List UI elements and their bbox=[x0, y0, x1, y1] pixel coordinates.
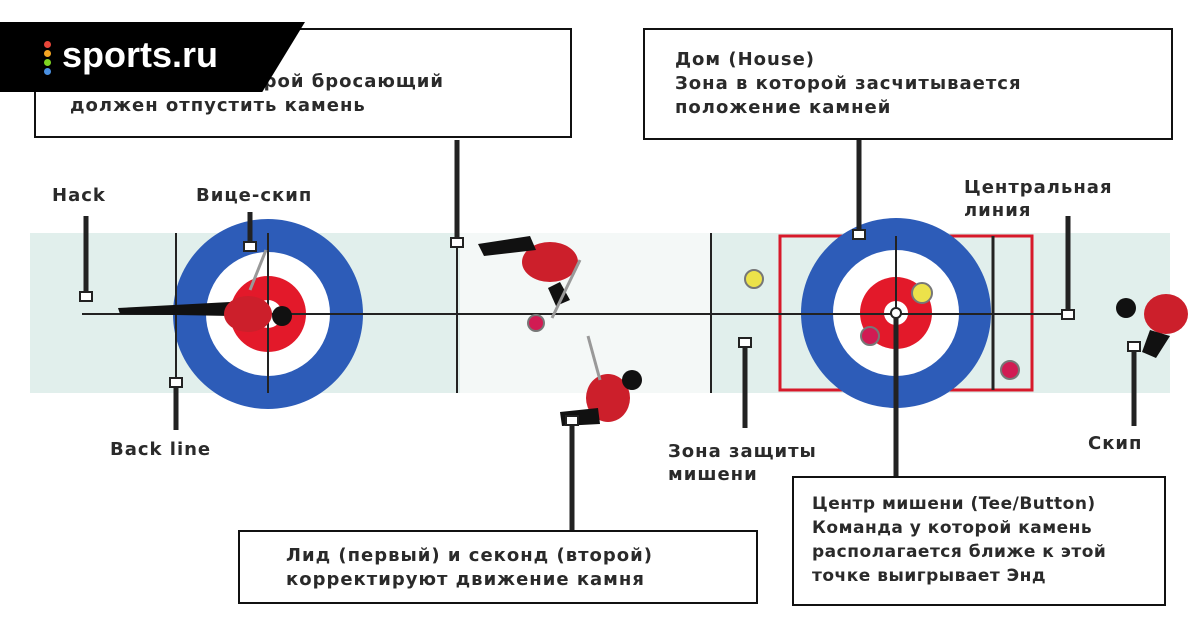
skip-player bbox=[1116, 294, 1188, 358]
brand-dot bbox=[44, 59, 51, 66]
label-center-line-line-2: линия bbox=[964, 200, 1032, 221]
stone-yellow bbox=[911, 282, 933, 304]
callout-lead-second-line-1: Лид (первый) и секонд (второй) bbox=[286, 545, 653, 566]
label-guard-zone: Зона защиты мишени bbox=[668, 440, 817, 486]
callout-house-line-3: положение камней bbox=[675, 97, 892, 118]
pointer-lines bbox=[79, 140, 1141, 530]
stone-red bbox=[860, 326, 880, 346]
tee-marker bbox=[890, 307, 902, 319]
thrower-player bbox=[118, 249, 292, 332]
brand-dot bbox=[44, 68, 51, 75]
brand-badge[interactable]: sports.ru bbox=[0, 22, 305, 92]
callout-tee-line-4: точке выигрывает Энд bbox=[812, 566, 1047, 586]
callout-lead-second: Лид (первый) и секонд (второй) корректир… bbox=[238, 530, 758, 604]
label-guard-zone-line-2: мишени bbox=[668, 464, 758, 485]
label-skip: Скип bbox=[1088, 433, 1143, 454]
label-center-line-line-1: Центральная bbox=[964, 177, 1113, 198]
callout-house-line-1: Дом (House) bbox=[675, 49, 815, 70]
label-guard-zone-line-1: Зона защиты bbox=[668, 441, 817, 462]
label-vice-skip: Вице-скип bbox=[196, 185, 313, 206]
callout-lead-second-line-2: корректируют движение камня bbox=[286, 569, 645, 590]
callout-house-line-2: Зона в которой засчитывается bbox=[675, 73, 1022, 94]
callout-house: Дом (House) Зона в которой засчитывается… bbox=[643, 28, 1173, 140]
callout-tee-line-3: располагается ближе к этой bbox=[812, 542, 1107, 562]
callout-tee-line-2: Команда у которой камень bbox=[812, 518, 1093, 538]
label-back-line: Back line bbox=[110, 439, 212, 460]
callout-tee-line-1: Центр мишени (Tee/Button) bbox=[812, 494, 1096, 514]
sweeper-top bbox=[478, 236, 582, 319]
callout-hog-line-line-2: должен отпустить камень bbox=[70, 95, 366, 116]
brand-dot bbox=[44, 50, 51, 57]
callout-tee: Центр мишени (Tee/Button) Команда у кото… bbox=[792, 476, 1166, 606]
label-hack: Hack bbox=[52, 185, 106, 206]
label-center-line: Центральная линия bbox=[964, 176, 1113, 222]
stone-yellow bbox=[744, 269, 764, 289]
brand-dot bbox=[44, 41, 51, 48]
stone-red bbox=[527, 314, 545, 332]
brand-dots-icon bbox=[44, 41, 52, 77]
brand-logo-text: sports.ru bbox=[62, 34, 219, 75]
stone-red bbox=[1000, 360, 1020, 380]
